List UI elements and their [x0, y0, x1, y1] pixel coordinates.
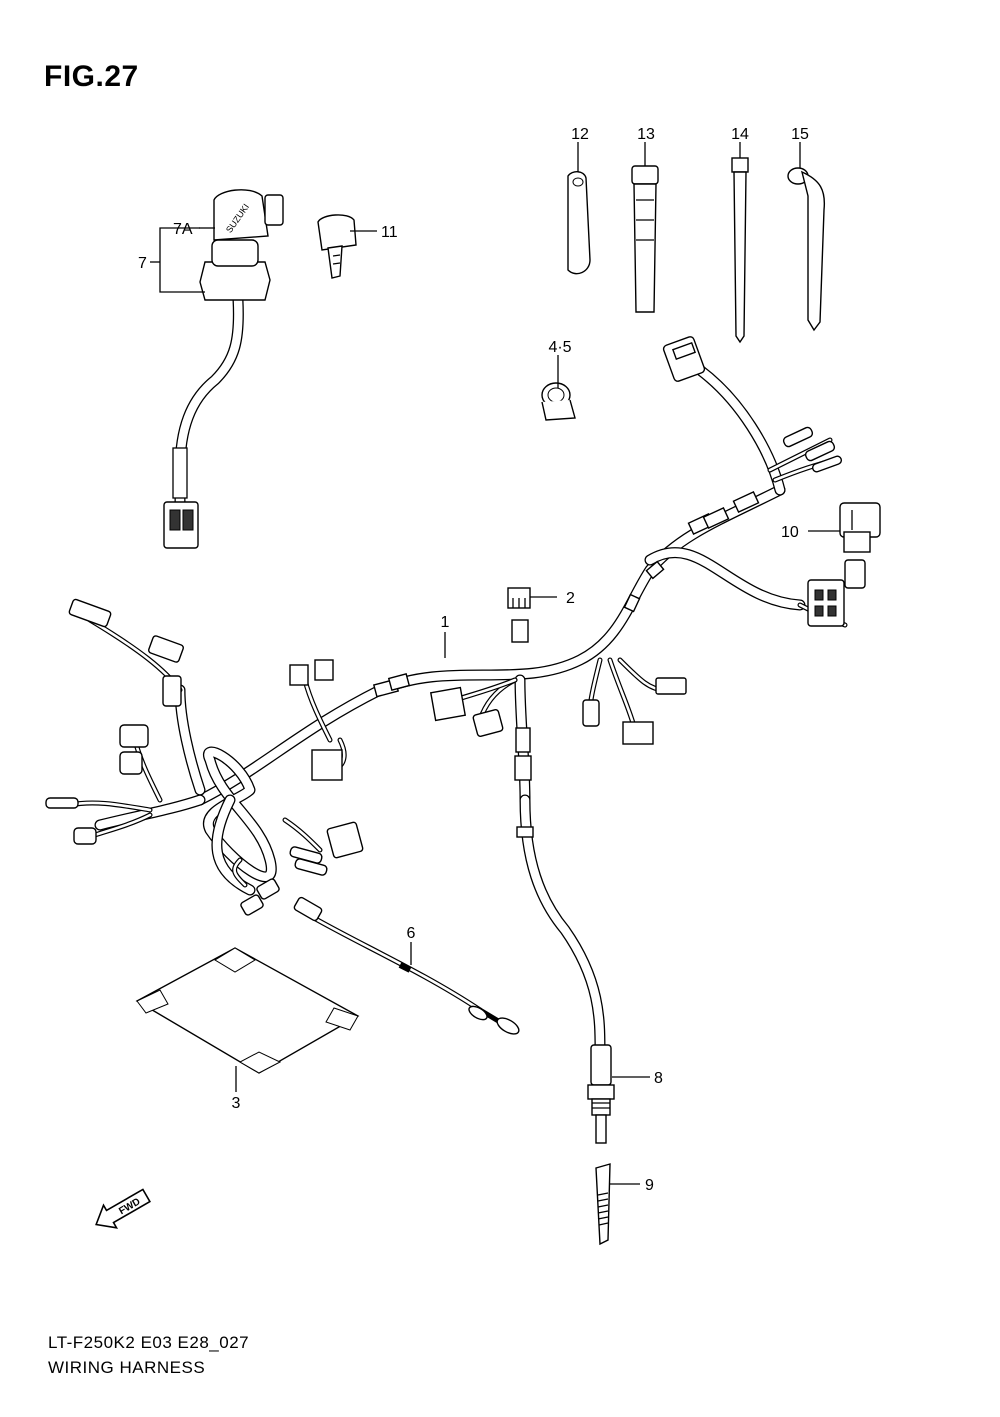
callout-2: 2: [566, 590, 575, 607]
callout-7: 7: [138, 255, 147, 272]
cable-tie-b: [787, 167, 826, 332]
ignition-key: [317, 214, 357, 279]
cable-tie-a: [731, 157, 749, 344]
figure-title: FIG.27: [44, 60, 139, 93]
callout-13: 13: [637, 126, 655, 143]
callout-15: 15: [791, 126, 809, 143]
callout-10: 10: [781, 524, 799, 541]
callout-labels: 1 2 3 4·5 6 7 7A 8 9 10 11 12 13 14 15: [138, 126, 809, 1194]
callout-3: 3: [232, 1095, 241, 1112]
fwd-arrow-label: FWD: [117, 1196, 142, 1217]
callout-12: 12: [571, 126, 589, 143]
callout-1: 1: [441, 614, 450, 631]
ignition-switch: SUZUKI: [163, 189, 284, 549]
callout-8: 8: [654, 1070, 663, 1087]
diagram-title: WIRING HARNESS: [48, 1358, 206, 1377]
harness-connectors: [45, 336, 866, 916]
cushion-sheet: [135, 947, 360, 1074]
harness-band: [631, 165, 659, 313]
relay-connector: [507, 587, 531, 609]
harness-clamp: [567, 171, 591, 275]
diagram-code: LT-F250K2 E03 E28_027: [48, 1333, 250, 1352]
sensor-bolt: [595, 1163, 611, 1246]
starter-relay: [839, 502, 881, 553]
callout-6: 6: [407, 925, 416, 942]
callout-11: 11: [381, 224, 398, 241]
fwd-arrow-icon: FWD: [95, 1188, 151, 1229]
callout-9: 9: [645, 1177, 654, 1194]
speed-sensor: [516, 794, 615, 1144]
callout-7a: 7A: [173, 221, 193, 238]
callout-4-5: 4·5: [548, 339, 571, 356]
callout-14: 14: [731, 126, 749, 143]
callout-leaders: [150, 142, 840, 1185]
wire-clamp: [541, 382, 576, 421]
ground-wire-lead: [293, 896, 520, 1035]
